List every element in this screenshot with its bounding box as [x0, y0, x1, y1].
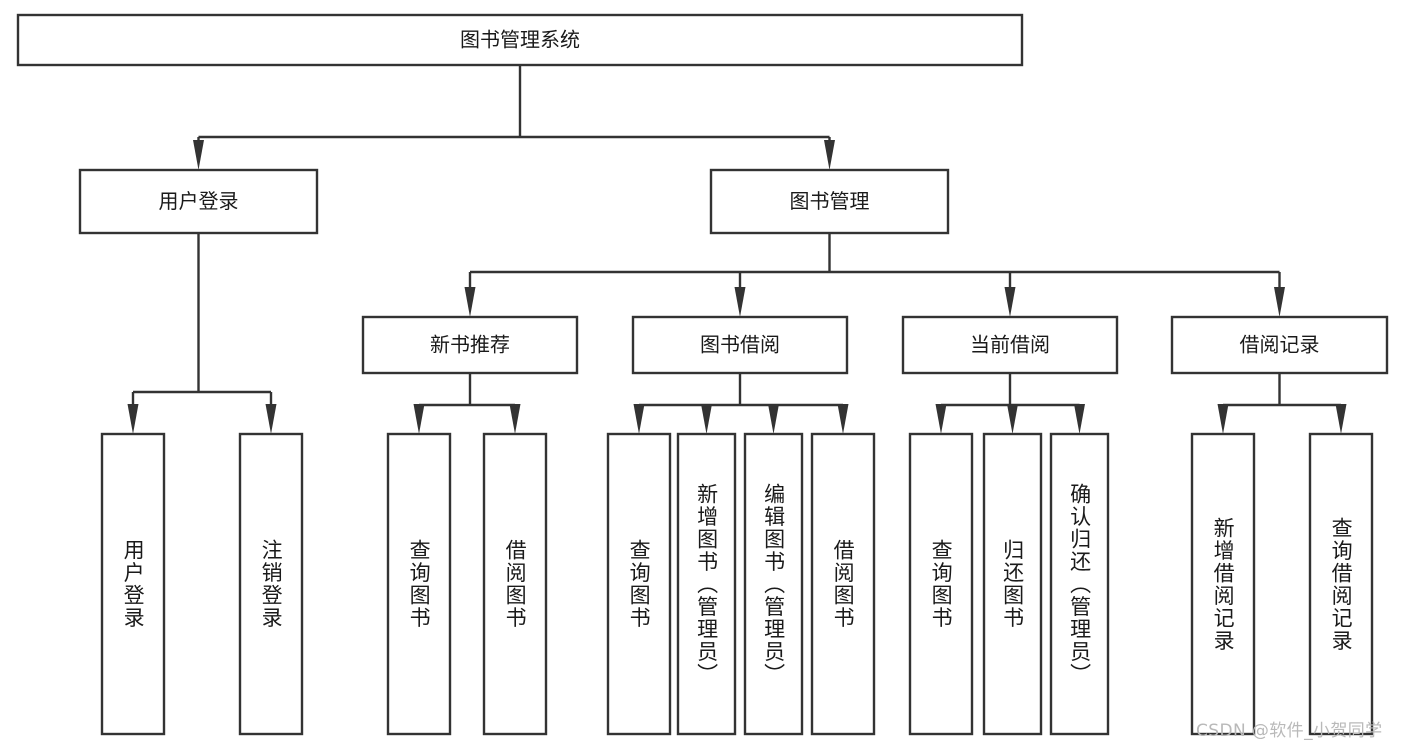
node-leaf-add-book[interactable]	[676, 432, 737, 736]
node-borrow-record[interactable]: 借阅记录	[1170, 315, 1389, 375]
node-new-book-rec[interactable]: 新书推荐	[361, 315, 579, 375]
node-leaf-confirm-return[interactable]	[1049, 432, 1110, 736]
current-borrow-arrow-1	[1007, 404, 1018, 434]
node-user-login-rect[interactable]	[78, 168, 319, 235]
node-book-manage[interactable]: 图书管理	[709, 168, 950, 235]
node-leaf-edit-book[interactable]	[743, 432, 804, 736]
book-manage-arrow-3	[1274, 287, 1285, 317]
node-leaf-borrow-book-2-rect[interactable]	[810, 432, 876, 736]
node-book-borrow-label: 图书借阅	[700, 333, 780, 357]
book-borrow-arrow-1	[701, 404, 712, 434]
node-current-borrow[interactable]: 当前借阅	[901, 315, 1119, 375]
book-borrow-arrow-2	[768, 404, 779, 434]
node-leaf-user-login[interactable]	[100, 432, 166, 736]
node-leaf-borrow-book-2[interactable]	[810, 432, 876, 736]
node-user-login-label: 用户登录	[159, 189, 239, 213]
node-current-borrow-label: 当前借阅	[970, 333, 1050, 357]
node-leaf-add-record-rect[interactable]	[1190, 432, 1256, 736]
borrow-record-arrow-1	[1335, 404, 1347, 434]
book-manage-arrow-2	[1004, 287, 1016, 317]
node-leaf-query-book-1-rect[interactable]	[386, 432, 452, 736]
new-book-rec-arrow-0	[413, 404, 425, 434]
node-leaf-query-book-3-rect[interactable]	[908, 432, 974, 736]
node-root-label: 图书管理系统	[460, 28, 580, 52]
node-leaf-edit-book-rect[interactable]	[743, 432, 804, 736]
node-leaf-borrow-book-1-rect[interactable]	[482, 432, 548, 736]
node-book-borrow[interactable]: 图书借阅	[631, 315, 849, 375]
node-borrow-record-label: 借阅记录	[1240, 333, 1320, 357]
node-leaf-query-record[interactable]	[1308, 432, 1374, 736]
watermark-text: CSDN @软件_小贺同学	[1196, 721, 1383, 741]
new-book-rec-arrow-1	[509, 404, 521, 434]
node-leaf-query-record-rect[interactable]	[1308, 432, 1374, 736]
node-leaf-add-book-rect[interactable]	[676, 432, 737, 736]
node-root-rect[interactable]	[16, 13, 1024, 67]
node-leaf-return-book-rect[interactable]	[982, 432, 1043, 736]
node-leaf-borrow-book-1[interactable]	[482, 432, 548, 736]
node-root[interactable]: 图书管理系统	[16, 13, 1024, 67]
current-borrow-arrow-2	[1074, 404, 1085, 434]
book-borrow-arrow-0	[633, 404, 645, 434]
root-arrow-1	[824, 140, 835, 170]
node-current-borrow-rect[interactable]	[901, 315, 1119, 375]
borrow-record-arrow-0	[1217, 404, 1229, 434]
user-login-arrow-0	[127, 404, 139, 434]
node-book-manage-rect[interactable]	[709, 168, 950, 235]
book-manage-arrow-0	[464, 287, 476, 317]
node-leaf-user-logout[interactable]	[238, 432, 304, 736]
node-leaf-query-book-1[interactable]	[386, 432, 452, 736]
node-leaf-query-book-2[interactable]	[606, 432, 672, 736]
node-leaf-return-book[interactable]	[982, 432, 1043, 736]
book-manage-arrow-1	[734, 287, 746, 317]
node-book-manage-label: 图书管理	[790, 189, 870, 213]
node-leaf-query-book-3[interactable]	[908, 432, 974, 736]
node-new-book-rec-rect[interactable]	[361, 315, 579, 375]
node-leaf-user-logout-rect[interactable]	[238, 432, 304, 736]
node-new-book-rec-label: 新书推荐	[430, 333, 510, 357]
book-borrow-arrow-3	[837, 404, 849, 434]
node-leaf-user-login-rect[interactable]	[100, 432, 166, 736]
node-leaf-confirm-return-rect[interactable]	[1049, 432, 1110, 736]
node-leaf-query-book-2-rect[interactable]	[606, 432, 672, 736]
node-book-borrow-rect[interactable]	[631, 315, 849, 375]
node-borrow-record-rect[interactable]	[1170, 315, 1389, 375]
connector-lines	[127, 65, 1347, 434]
node-leaf-add-record[interactable]	[1190, 432, 1256, 736]
current-borrow-arrow-0	[935, 404, 947, 434]
root-arrow-0	[193, 140, 204, 170]
node-user-login[interactable]: 用户登录	[78, 168, 319, 235]
user-login-arrow-1	[265, 404, 277, 434]
